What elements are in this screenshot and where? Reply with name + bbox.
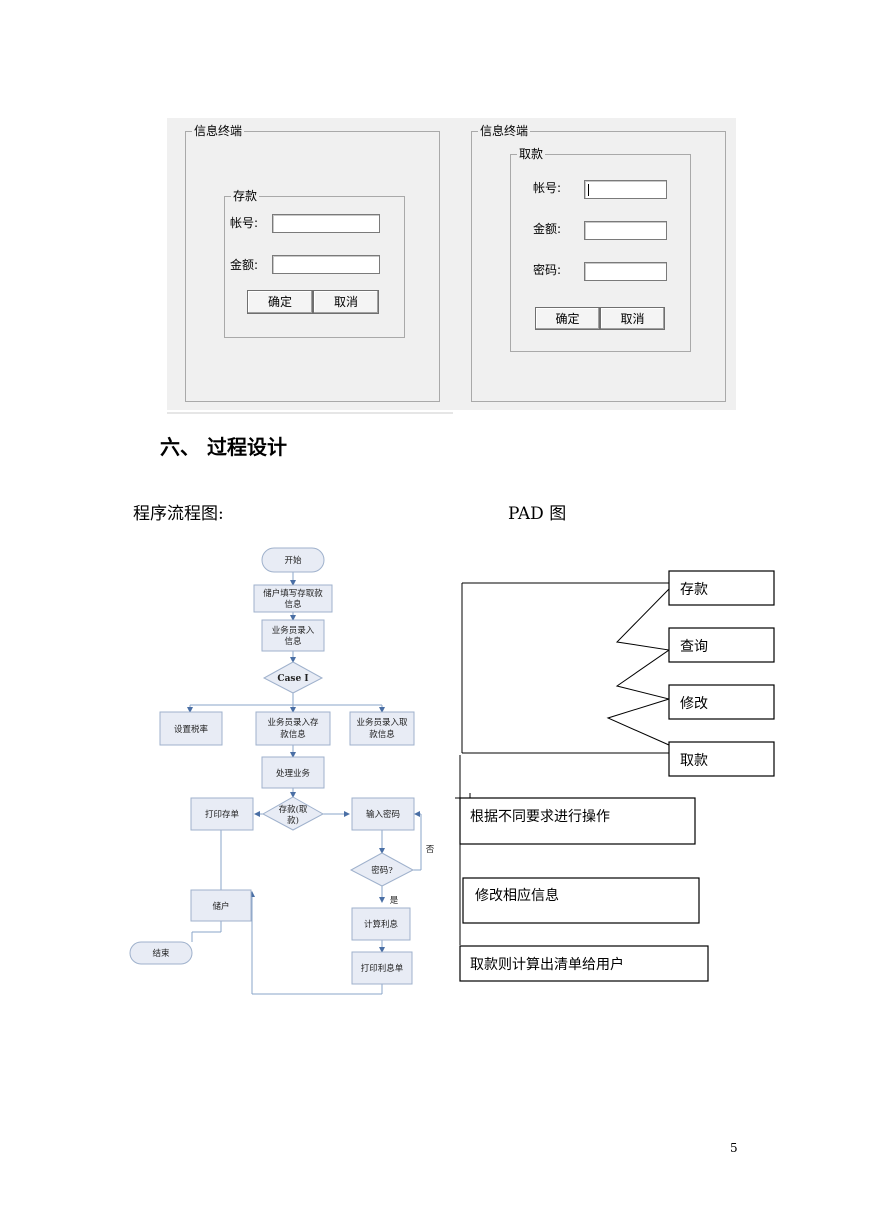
fill-info-box [253,584,333,613]
program-flowchart: 开始 储户填写存取款 信息 业务员录入 信息 Case I 设置税率 业务员录入… [128,540,448,1000]
input-password-box [351,797,415,831]
pad-option-withdraw [668,741,775,777]
no-label: 否 [426,845,435,855]
withdraw-confirm-button[interactable]: 确定 [535,307,600,330]
page-number: 5 [730,1141,738,1155]
branch-decision [261,796,325,831]
calc-interest-label: 计算利息 [364,919,399,930]
withdraw-group-title: 取款 [517,146,546,162]
pad-step-modify [462,877,700,924]
left-panel-title: 信息终端 [192,123,245,139]
left-terminal-panel: 信息终端 存款 帐号: 金额: 确定 取消 [185,123,440,402]
enter-deposit-line2: 款信息 [280,729,306,740]
withdraw-group: 取款 帐号: 金额: 密码: 确定 取消 [510,146,691,352]
deposit-group-title: 存款 [231,188,260,204]
withdraw-password-label: 密码: [533,263,562,277]
pad-option-withdraw-label: 取款 [680,753,708,769]
end-label: 结束 [152,948,170,959]
deposit-cancel-button[interactable]: 取消 [313,290,379,314]
withdraw-amount-input[interactable] [584,221,667,240]
deposit-confirm-button[interactable]: 确定 [247,290,313,314]
enter-withdraw-box [349,711,415,746]
start-label: 开始 [284,555,302,566]
text-caret [588,184,589,196]
set-rate-box [159,711,223,746]
enter-withdraw-line2: 款信息 [369,729,395,740]
fill-info-line1: 储户填写存取款 [263,588,323,599]
enter-withdraw-line1: 业务员录入取 [356,717,408,728]
pad-option-modify [668,684,775,720]
yes-label: 是 [390,896,399,906]
clerk-enter-line1: 业务员录入 [272,625,315,636]
pad-option-query [668,627,775,663]
customer-label: 储户 [212,901,229,912]
set-rate-label: 设置税率 [174,724,209,735]
deposit-group: 存款 帐号: 金额: 确定 取消 [224,188,405,338]
process-label: 处理业务 [276,768,311,779]
enter-deposit-box [255,711,331,746]
print-interest-label: 打印利息单 [361,963,404,974]
print-deposit-label: 打印存单 [205,809,240,820]
pad-step-operate-label: 根据不同要求进行操作 [470,809,610,825]
flowchart-caption: 程序流程图: [133,504,224,524]
withdraw-account-input[interactable] [584,180,667,199]
deposit-account-label: 帐号: [230,216,259,230]
pad-option-query-label: 查询 [680,639,708,655]
clerk-enter-line2: 信息 [284,636,302,647]
branch-line1: 存款(取 [279,804,308,815]
pad-step-modify-label: 修改相应信息 [475,887,559,904]
start-terminator [261,547,325,573]
right-panel-title: 信息终端 [478,123,531,139]
flowchart-svg: 开始 储户填写存取款 信息 业务员录入 信息 Case I 设置税率 业务员录入… [129,547,435,995]
process-box [261,756,325,789]
pad-option-modify-label: 修改 [680,696,708,712]
withdraw-cancel-button[interactable]: 取消 [600,307,665,330]
password-decision [349,852,415,887]
pad-option-deposit [668,570,775,606]
calc-interest-box [351,907,411,941]
fill-info-line2: 信息 [284,599,302,610]
input-password-label: 输入密码 [366,809,400,820]
withdraw-amount-label: 金额: [533,222,562,236]
clerk-enter-box [261,619,325,652]
ui-screenshot: 信息终端 存款 帐号: 金额: 确定 取消 信息终端 取款 帐号: 金额: 密码… [167,118,736,410]
pad-step-withdraw-label: 取款则计算出清单给用户 [470,956,624,973]
customer-box [190,889,252,922]
end-terminator [129,941,193,965]
pad-option-deposit-label: 存款 [680,582,708,598]
password-check-label: 密码? [371,865,393,876]
pad-svg: 存款 查询 修改 取款 根据不同要求进行操作 修改相应信息 取款则计算出清单给用… [450,570,775,982]
print-deposit-box [190,797,254,831]
case-decision [262,661,324,694]
screenshot-underline [167,412,453,414]
pad-step-withdraw [459,945,709,982]
pad-step-operate [459,797,696,845]
enter-deposit-line1: 业务员录入存 [267,717,319,728]
pad-diagram: 存款 查询 修改 取款 根据不同要求进行操作 修改相应信息 取款则计算出清单给用… [450,565,785,990]
branch-line2: 款) [287,815,299,826]
right-terminal-panel: 信息终端 取款 帐号: 金额: 密码: 确定 取消 [471,123,726,402]
deposit-amount-input[interactable] [272,255,380,274]
withdraw-password-input[interactable] [584,262,667,281]
print-interest-box [351,951,413,985]
withdraw-account-label: 帐号: [533,181,562,195]
section-heading: 六、 过程设计 [160,435,287,459]
case-label: Case I [277,674,308,684]
pad-caption: PAD 图 [508,504,567,524]
deposit-account-input[interactable] [272,214,380,233]
deposit-amount-label: 金额: [230,258,259,272]
